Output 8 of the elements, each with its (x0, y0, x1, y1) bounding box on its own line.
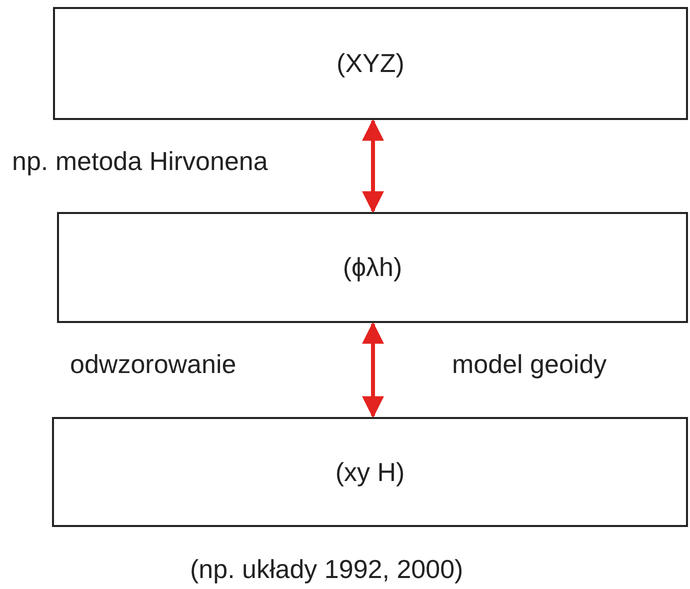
coordinate-text: (ϕλh) (342, 252, 402, 283)
coordinate-box (53, 7, 688, 120)
coordinate-box (57, 212, 688, 323)
coordinate-box (52, 417, 688, 527)
double-arrow (362, 322, 384, 418)
coordinate-text: (xy H) (335, 456, 405, 488)
coordinate-text: (XYZ) (336, 48, 404, 79)
double-arrow (362, 118, 384, 214)
